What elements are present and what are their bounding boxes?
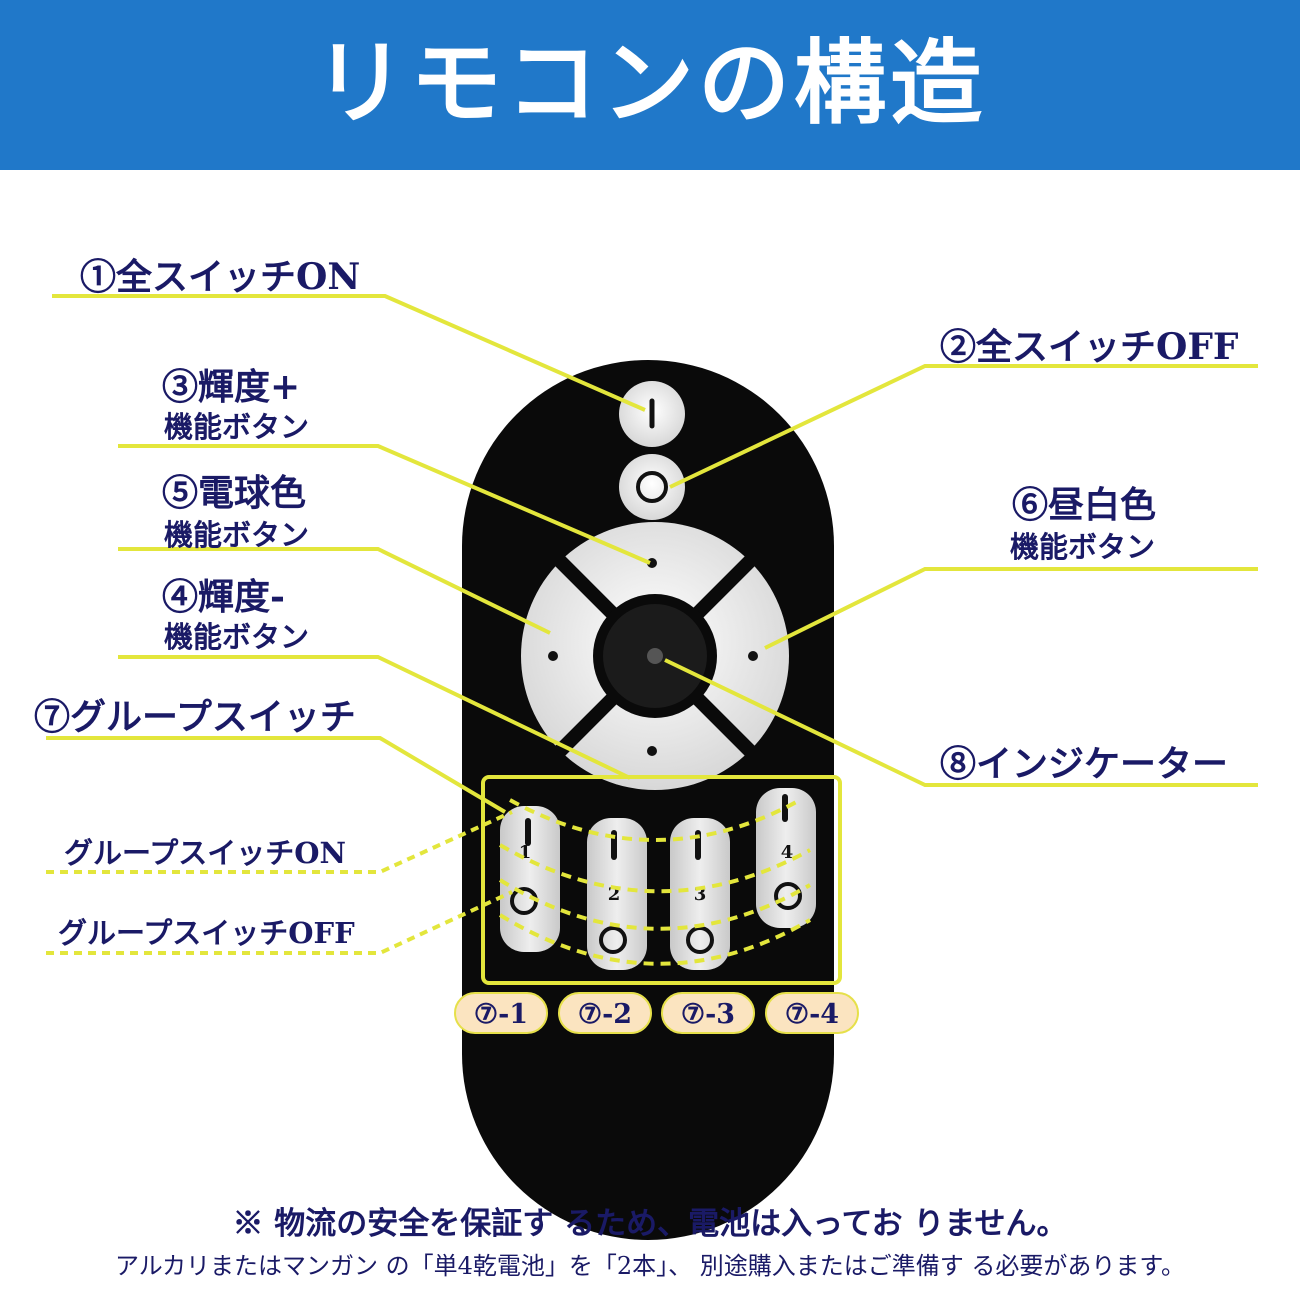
label-warm: ⑤電球色 xyxy=(162,472,307,514)
label-daylight: ⑥昼白色 xyxy=(1012,484,1157,526)
badge-group-3: ⑦-3 xyxy=(661,992,755,1034)
battery-note-line1: ※ 物流の安全を保証す るため、電池は入ってお りません。 xyxy=(232,1206,1068,1242)
group-number-4: 4 xyxy=(781,842,794,863)
group-key-3[interactable] xyxy=(670,818,730,970)
group-number-1: 1 xyxy=(519,842,532,863)
label-bright-down: ④輝度- xyxy=(162,576,285,618)
label-bright-down-sub: 機能ボタン xyxy=(164,620,310,654)
label-bright-up-sub: 機能ボタン xyxy=(164,410,310,444)
bright-up-button[interactable] xyxy=(647,558,657,568)
label-group-off: グループスイッチOFF xyxy=(58,916,355,950)
page-title: リモコンの構造 xyxy=(313,30,986,137)
label-warm-sub: 機能ボタン xyxy=(164,518,310,552)
badge-group-4: ⑦-4 xyxy=(765,992,859,1034)
group-key-1[interactable] xyxy=(500,806,560,952)
label-bright-up: ③輝度+ xyxy=(162,366,301,408)
badge-group-1: ⑦-1 xyxy=(454,992,548,1034)
warm-button[interactable] xyxy=(548,651,558,661)
badge-group-2: ⑦-2 xyxy=(558,992,652,1034)
label-all-on: ①全スイッチON xyxy=(80,256,361,298)
label-group: ⑦グループスイッチ xyxy=(34,696,356,738)
leader-lines xyxy=(46,294,1258,814)
group-key-4[interactable] xyxy=(756,788,816,928)
daylight-button[interactable] xyxy=(748,651,758,661)
indicator-led xyxy=(647,648,663,664)
battery-note-line2: アルカリまたはマンガン の「単4乾電池」を「2本」、 別途購入またはご準備す る… xyxy=(114,1252,1186,1280)
all-on-button[interactable] xyxy=(619,381,685,447)
label-group-on: グループスイッチON xyxy=(64,836,347,870)
label-daylight-sub: 機能ボタン xyxy=(1010,530,1156,564)
label-indicator: ⑧インジケーター xyxy=(940,743,1229,785)
group-box xyxy=(481,775,842,985)
bright-down-button[interactable] xyxy=(647,746,657,756)
dashed-arcs xyxy=(498,798,812,966)
label-all-off: ②全スイッチOFF xyxy=(940,326,1239,368)
all-off-button[interactable] xyxy=(619,454,685,520)
header-banner xyxy=(0,0,1300,170)
